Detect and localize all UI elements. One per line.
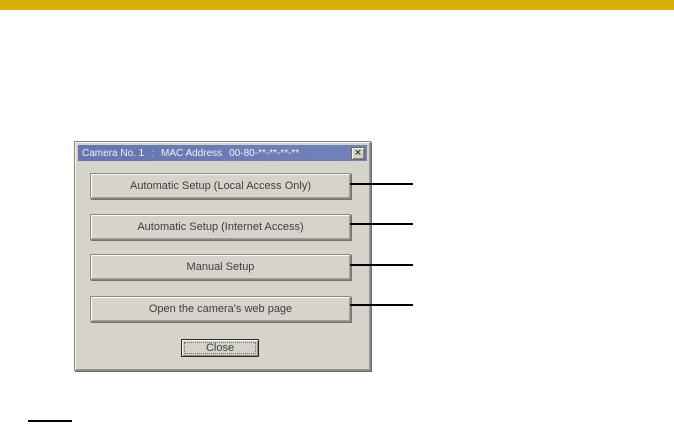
callout-line-4 bbox=[350, 304, 413, 306]
close-button-label: Close bbox=[205, 342, 235, 354]
mac-address-value: 00-80-**-**-**-** bbox=[229, 147, 300, 159]
button-label: Manual Setup bbox=[186, 261, 255, 273]
dialog-close-button[interactable]: ✕ bbox=[351, 146, 365, 160]
automatic-setup-local-button[interactable]: Automatic Setup (Local Access Only) bbox=[90, 173, 351, 199]
manual-setup-button[interactable]: Manual Setup bbox=[90, 254, 351, 280]
close-icon: ✕ bbox=[354, 147, 362, 157]
camera-number-label: Camera No. 1 bbox=[82, 147, 145, 159]
button-label: Open the camera's web page bbox=[148, 303, 293, 315]
footer-rule bbox=[28, 420, 72, 422]
title-separator: : bbox=[151, 147, 155, 159]
close-button[interactable]: Close bbox=[181, 339, 259, 357]
dialog-titlebar[interactable]: Camera No. 1 : MAC Address 00-80-**-**-*… bbox=[78, 145, 367, 161]
button-label: Automatic Setup (Internet Access) bbox=[137, 221, 304, 233]
camera-setup-dialog: Camera No. 1 : MAC Address 00-80-**-**-*… bbox=[74, 141, 371, 371]
callout-line-3 bbox=[350, 264, 413, 266]
automatic-setup-internet-button[interactable]: Automatic Setup (Internet Access) bbox=[90, 214, 351, 240]
mac-address-label: MAC Address bbox=[161, 147, 223, 159]
open-web-page-button[interactable]: Open the camera's web page bbox=[90, 296, 351, 322]
top-accent-bar bbox=[0, 0, 674, 10]
dialog-title: Camera No. 1 : MAC Address 00-80-**-**-*… bbox=[82, 148, 299, 159]
callout-line-1 bbox=[350, 183, 413, 185]
button-label: Automatic Setup (Local Access Only) bbox=[130, 180, 311, 192]
callout-line-2 bbox=[350, 223, 413, 225]
